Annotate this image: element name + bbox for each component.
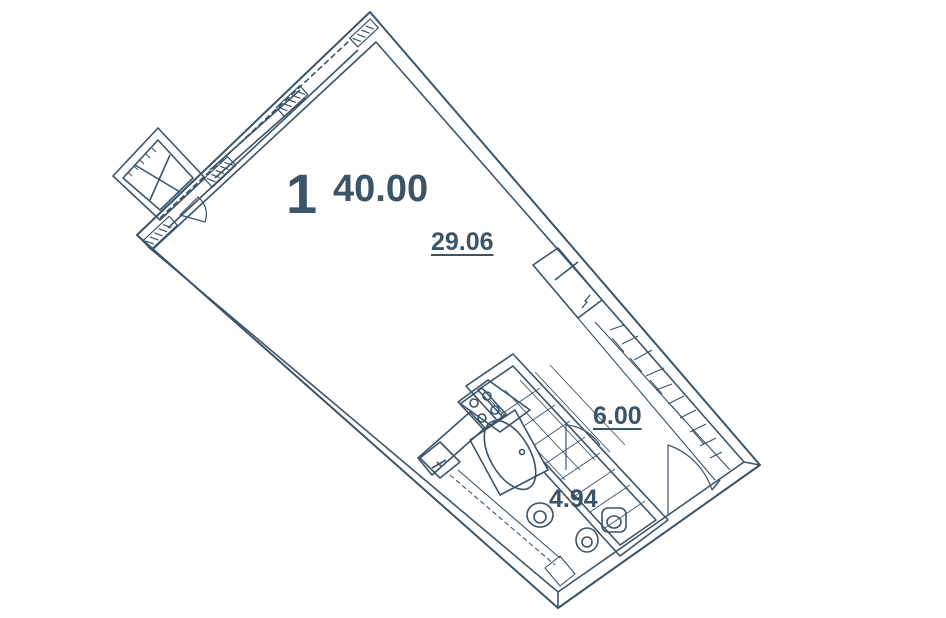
hallway-wall-hatch (532, 264, 731, 481)
balcony (112, 127, 206, 221)
apartment-total-area: 40.00 (333, 168, 429, 210)
sink-icon (419, 441, 461, 479)
apartment-number: 1 (286, 162, 318, 225)
balcony-door-icon (179, 196, 207, 223)
window-band (159, 39, 359, 229)
entrance-door (667, 444, 721, 515)
bathtub-icon (469, 409, 549, 496)
stove-icon (459, 387, 507, 431)
bathroom-area: 4.94 (549, 485, 598, 513)
toilet-icon (526, 502, 599, 553)
living-room-area: 29.06 (431, 228, 494, 256)
hallway-area: 6.00 (593, 402, 642, 430)
washbasin-icon (601, 507, 627, 533)
kitchen-counter (417, 379, 531, 476)
wall-hatch-blocks (142, 18, 379, 251)
bathroom (465, 353, 669, 557)
electrical-panel-icon (532, 247, 603, 319)
wardrobe (449, 469, 576, 587)
